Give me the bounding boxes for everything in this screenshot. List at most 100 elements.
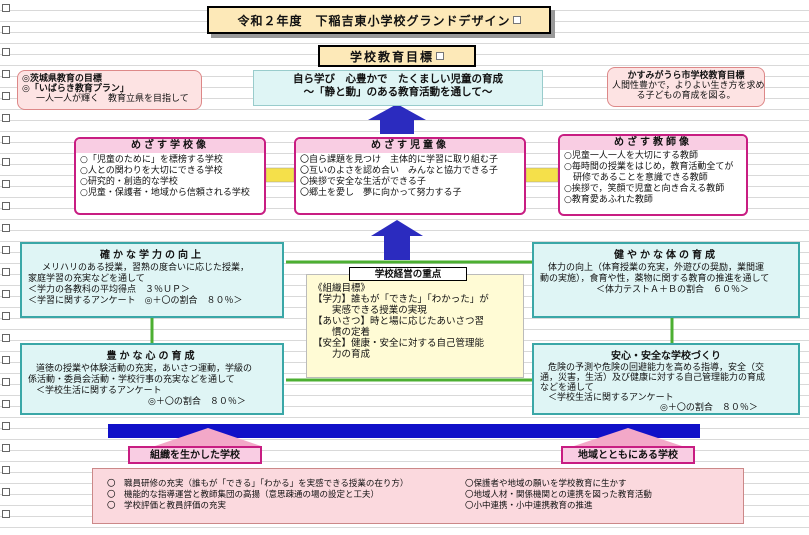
row-checkbox[interactable] [2,334,10,342]
list-item: 〇自ら課題を見つけ 主体的に学習に取り組む子 [300,155,499,165]
row-checkbox[interactable] [2,466,10,474]
academic-line: ＜学習に関するアンケート ◎＋〇の割合 ８０％＞ [28,296,243,306]
child-image-box: めざす児童像 〇自ら課題を見つけ 主体的に学習に取り組む子 〇互いのよさを認め合… [294,137,526,215]
prefecture-goal-box: ◎茨城県教育の目標 ◎「いばらき教育プラン」 一人一人が輝く 教育立県を目指して [17,70,202,110]
focus-arrow [371,220,423,260]
row-checkbox[interactable] [2,356,10,364]
heart-line: ＜学校生活に関するアンケート [36,386,162,396]
row-checkbox[interactable] [2,4,10,12]
row-checkbox[interactable] [2,202,10,210]
row-checkbox[interactable] [2,180,10,188]
body-health-box: 健やかな体の育成 体力の向上（体育授業の充実，外遊びの奨励，業間運 動の実施），… [532,242,800,318]
city-title: かすみがうら市学校教育目標 [627,71,745,81]
row-checkbox[interactable] [2,224,10,232]
heart-line: 道徳の授業や体験活動の充実，あいさつ運動，学級の [36,364,253,374]
heart-title: 豊かな心の育成 [106,351,198,362]
focus-title-text: 学校経営の重点 [374,269,442,280]
row-checkbox[interactable] [2,312,10,320]
body-health-title: 健やかな体の育成 [614,250,718,261]
bottom-right-item: 〇地域人材・関係機関との連携を図った教育活動 [465,490,652,500]
bottom-right-item: 〇小中連携・小中連携教育の推進 [465,501,593,511]
org-school-text: 組織を生かした学校 [150,450,240,461]
list-item: ○人との関わりを大切にできる学校 [80,166,223,176]
row-checkbox[interactable] [2,48,10,56]
list-item: ○毎時間の授業をはじめ，教育活動全てが [564,162,734,172]
teacher-image-box: めざす教師像 ○児童一人一人を大切にする教師 ○毎時間の授業をはじめ，教育活動全… [558,134,748,216]
bottom-right-item: 〇保護者や地域の願いを学校教育に生かす [465,479,627,489]
ladder-connector-left [265,167,295,183]
body-health-line: 動の実施），食育や性，薬物に関する教育の推進を通して [540,274,770,284]
focus-line: 《組織目標》 [313,283,371,294]
safety-line: 危険の予測や危険の回避能力を高める指導，安全（交 [548,363,765,373]
goals-banner-text: 学校教育目標 [349,49,434,64]
city-goal-box: かすみがうら市学校教育目標 人間性豊かで，よりよい生き方を求め る子どもの育成を… [607,67,765,107]
list-item: ○研究的・創造的な学校 [80,177,178,187]
school-image-box: めざす学校像 ○「児童のために」を標榜する学校 ○人との関わりを大切にできる学校… [74,137,266,215]
row-checkbox[interactable] [2,92,10,100]
focus-line: 慣の定着 [313,327,371,338]
safety-title: 安心・安全な学校づくり [611,351,721,362]
focus-line: 力の育成 [313,349,371,360]
school-goal-line2: ～「静と動」のある教育活動を通して～ [303,86,493,98]
list-item: 〇互いのよさを認め合い みんなと協力できる子 [300,166,498,176]
community-school-text: 地域とともにある学校 [578,450,678,461]
list-item: ○「児童のために」を標榜する学校 [80,155,223,165]
row-checkbox[interactable] [2,510,10,518]
row-checkbox[interactable] [2,488,10,496]
row-checkbox[interactable] [2,136,10,144]
safety-line: などを通して [540,383,594,393]
teacher-image-title: めざす教師像 [560,136,746,150]
bottom-panel: 〇 職員研修の充実（誰もが「できる」「わかる」を実感できる授業の在り方） 〇 機… [92,468,744,524]
focus-line: 【学力】誰もが「できた」「わかった」が [313,294,489,305]
academic-line: ＜学力の各教科の平均得点 ３％ＵＰ＞ [28,285,191,295]
school-goal-line1: 自ら学び 心豊かで たくましい児童の育成 [293,73,503,85]
row-checkbox[interactable] [2,114,10,122]
focus-line: 【安全】健康・安全に対する自己管理能 [313,338,485,349]
row-checkbox[interactable] [2,268,10,276]
title-checkbox[interactable] [512,16,521,24]
prefecture-line2: ◎「いばらき教育プラン」 [22,84,129,94]
goals-banner: 学校教育目標 [318,45,476,67]
list-item: 〇郷土を愛し 夢に向かって努力する子 [300,188,462,198]
focus-title: 学校経営の重点 [349,267,467,281]
community-school-label: 地域とともにある学校 [561,446,695,464]
row-checkbox[interactable] [2,290,10,298]
city-line1: 人間性豊かで，よりよい生き方を求め [612,81,765,91]
safety-line: ◎＋〇の割合 ８０％＞ [660,403,758,413]
body-health-line: ＜体力テストＡ＋Ｂの割合 ６０％＞ [596,285,750,295]
page-title: 令和２年度 下稲吉東小学校グランドデザイン [207,6,551,34]
title-text: 令和２年度 下稲吉東小学校グランドデザイン [237,13,511,28]
row-checkbox[interactable] [2,378,10,386]
school-image-title: めざす学校像 [76,139,264,153]
prefecture-line1: ◎茨城県教育の目標 [22,74,102,84]
list-item: 〇挨拶で安全な生活ができる子 [300,177,426,187]
academic-line: メリハリのある授業，習熟の度合いに応じた授業， [42,263,250,273]
safety-line: ＜学校生活に関するアンケート [548,393,674,403]
list-item: 研修であることを意識できる教師 [564,173,708,183]
list-item: ○挨拶で，笑顔で児童と向き合える教師 [564,184,725,194]
focus-line: 【あいさつ】時と場に応じたあいさつ習 [313,316,485,327]
ladder-connector-right [525,167,559,183]
row-checkbox[interactable] [2,400,10,408]
bottom-left-item: 〇 学校評価と教員評価の充実 [107,501,227,511]
focus-line: 実感できる授業の実現 [313,305,427,316]
heart-box: 豊かな心の育成 道徳の授業や体験活動の充実，あいさつ運動，学級の 係活動・委員会… [20,343,284,415]
row-checkbox[interactable] [2,422,10,430]
heart-line: 係活動・委員会活動・学校行事の充実などを通して [28,375,235,385]
school-goal-box: 自ら学び 心豊かで たくましい児童の育成 ～「静と動」のある教育活動を通して～ [253,70,543,106]
row-checkbox[interactable] [2,158,10,166]
list-item: ○教育愛あふれた教師 [564,195,653,205]
row-checkbox[interactable] [2,70,10,78]
row-checkbox[interactable] [2,246,10,254]
row-checkbox[interactable] [2,26,10,34]
focus-box: 《組織目標》 【学力】誰もが「できた」「わかった」が 実感できる授業の実現 【あ… [306,274,524,378]
base-bar [108,424,700,438]
row-checkbox[interactable] [2,444,10,452]
child-image-title: めざす児童像 [296,139,524,153]
org-pointer [155,428,261,446]
bottom-left-item: 〇 機能的な指導運営と教師集団の高揚（意思疎通の場の設定と工夫） [107,490,380,500]
banner-checkbox[interactable] [436,52,444,60]
body-health-line: 体力の向上（体育授業の充実，外遊びの奨励，業間運 [548,263,765,273]
academic-line: 家庭学習の充実などを通して [28,274,145,284]
